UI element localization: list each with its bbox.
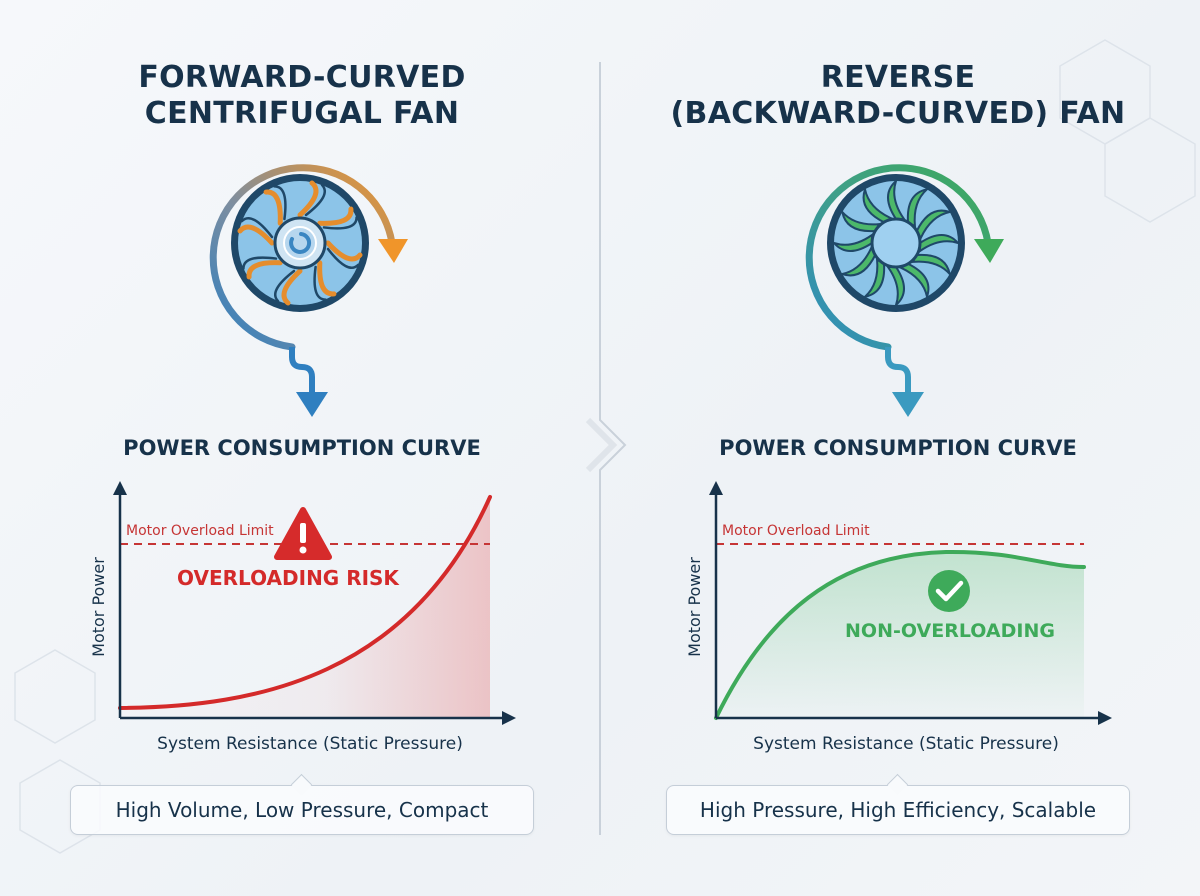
non-overloading-label: NON-OVERLOADING	[845, 620, 1055, 642]
right-limit-label: Motor Overload Limit	[722, 523, 870, 539]
right-power-chart: Motor Overload Limit NON-OVERLOADING Mot…	[685, 481, 1112, 754]
right-title-line2: (BACKWARD-CURVED) FAN	[670, 96, 1126, 131]
warning-triangle-icon	[274, 507, 332, 560]
outflow-line	[289, 347, 315, 393]
curve-area-fill	[120, 497, 490, 718]
down-arrow-icon	[296, 392, 328, 417]
right-x-axis-label: System Resistance (Static Pressure)	[753, 734, 1059, 754]
check-circle-icon	[928, 570, 970, 612]
x-axis-arrow-icon	[502, 711, 516, 725]
left-caption-box: High Volume, Low Pressure, Compact	[70, 785, 534, 835]
down-arrow-icon	[892, 392, 924, 417]
right-title-line1: REVERSE	[820, 60, 976, 95]
y-axis-arrow-icon	[113, 481, 127, 495]
backward-curved-impeller-icon	[827, 174, 965, 312]
right-panel-title: REVERSE (BACKWARD-CURVED) FAN	[618, 60, 1178, 132]
left-y-axis-label: Motor Power	[89, 557, 108, 657]
backward-curved-fan-illustration	[805, 164, 1004, 417]
left-panel-title: FORWARD-CURVED CENTRIFUGAL FAN	[22, 60, 582, 132]
left-power-chart: Motor Overload Limit OVERLOADING RISK Mo…	[89, 481, 516, 754]
forward-curved-fan-illustration	[209, 164, 408, 417]
outflow-line	[885, 347, 911, 393]
power-curve	[714, 549, 1086, 720]
left-x-axis-label: System Resistance (Static Pressure)	[157, 734, 463, 754]
overloading-risk-label: OVERLOADING RISK	[177, 566, 400, 590]
left-caption-text: High Volume, Low Pressure, Compact	[115, 798, 489, 822]
y-axis-arrow-icon	[709, 481, 723, 495]
right-chart-heading: POWER CONSUMPTION CURVE	[719, 436, 1077, 460]
right-caption-text: High Pressure, High Efficiency, Scalable	[699, 798, 1097, 822]
rotation-arrowhead-icon	[378, 239, 408, 263]
left-limit-label: Motor Overload Limit	[126, 523, 274, 539]
left-title-line2: CENTRIFUGAL FAN	[144, 96, 460, 131]
left-chart-heading: POWER CONSUMPTION CURVE	[123, 436, 481, 460]
forward-curved-impeller-icon	[231, 174, 369, 312]
left-title-line1: FORWARD-CURVED	[138, 60, 466, 95]
x-axis-arrow-icon	[1098, 711, 1112, 725]
right-caption-box: High Pressure, High Efficiency, Scalable	[666, 785, 1130, 835]
curve-area-fill	[716, 551, 1084, 718]
rotation-arrow	[805, 164, 992, 351]
power-curve	[118, 495, 492, 710]
rotation-arrowhead-icon	[974, 239, 1004, 263]
right-y-axis-label: Motor Power	[685, 557, 704, 657]
rotation-arrow	[209, 164, 396, 351]
